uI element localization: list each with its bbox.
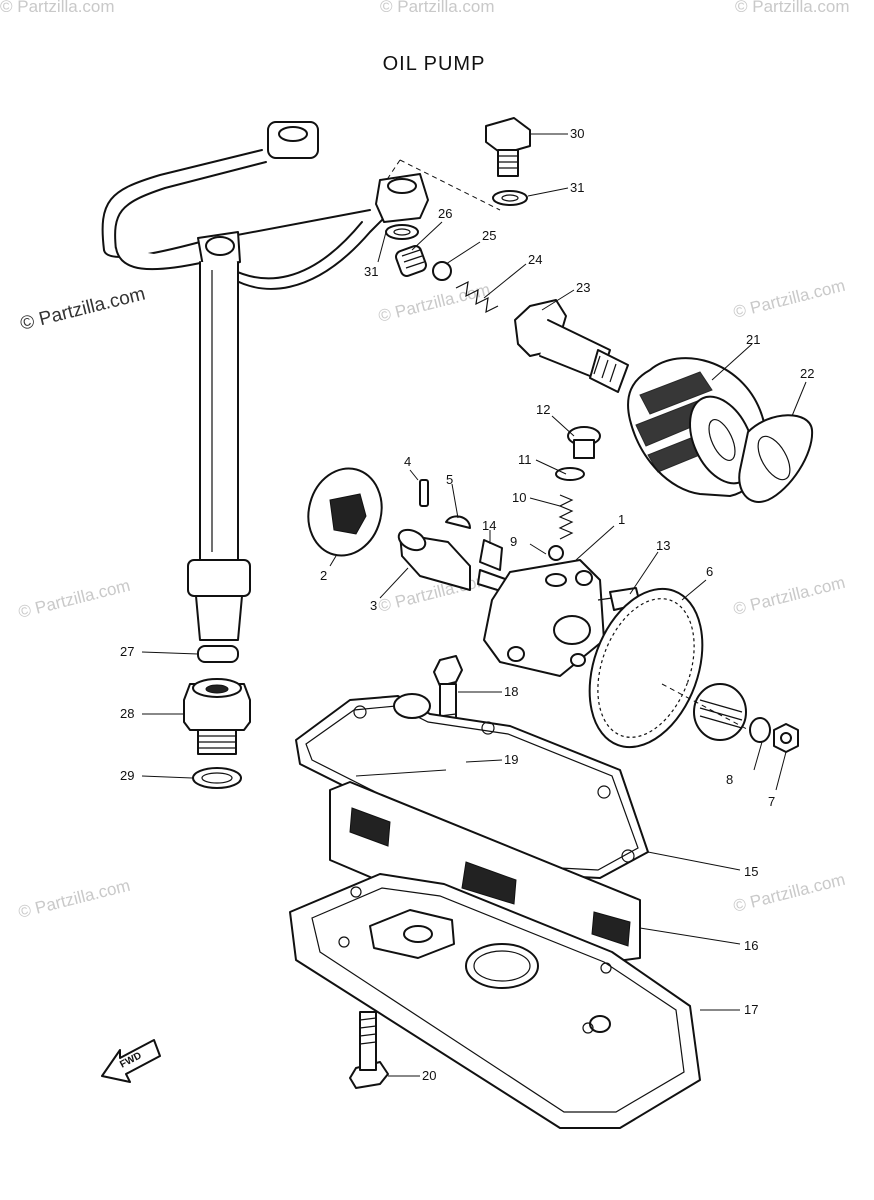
filter-o-ring — [738, 414, 814, 503]
callout-17: 17 — [744, 1002, 758, 1017]
watermark-text: © Partzilla.com — [380, 0, 495, 16]
callout-23: 23 — [576, 280, 590, 295]
callout-30: 30 — [570, 126, 584, 141]
watermark-text: © Partzilla.com — [0, 0, 115, 16]
washer-8 — [749, 717, 771, 743]
callout-4: 4 — [404, 454, 411, 469]
drive-gear — [588, 587, 799, 753]
pump-body — [483, 426, 641, 677]
leader-lines — [141, 133, 807, 1077]
callout-3: 3 — [370, 598, 377, 613]
check-valve-group — [375, 117, 629, 393]
strainer — [329, 781, 641, 967]
oil-pan — [289, 873, 701, 1129]
pin — [419, 479, 429, 507]
key — [445, 515, 471, 529]
watermark-text: © Partzilla.com — [16, 876, 132, 922]
callout-6: 6 — [706, 564, 713, 579]
callout-21: 21 — [746, 332, 760, 347]
callout-14: 14 — [482, 518, 496, 533]
fwd-arrow: FWD — [101, 1039, 161, 1083]
callout-31: 31 — [364, 264, 378, 279]
gasket — [492, 190, 528, 206]
callout-10: 10 — [512, 490, 526, 505]
callout-12: 12 — [536, 402, 550, 417]
callout-20: 20 — [422, 1068, 436, 1083]
callout-1: 1 — [618, 512, 625, 527]
callout-18: 18 — [504, 684, 518, 699]
pump-internals — [307, 467, 509, 593]
callout-24: 24 — [528, 252, 542, 267]
worm-gear — [693, 683, 747, 741]
callout-22: 22 — [800, 366, 814, 381]
page-title: OIL PUMP — [383, 53, 486, 75]
gear — [588, 587, 704, 749]
plug — [395, 245, 427, 277]
callout-2: 2 — [320, 568, 327, 583]
check-ball — [432, 261, 452, 281]
callout-19: 19 — [504, 752, 518, 767]
callout-9: 9 — [510, 534, 517, 549]
callout-27: 27 — [120, 644, 134, 659]
watermark-text: © Partzilla.com — [735, 0, 850, 16]
watermark-text: © Partzilla.com — [731, 276, 847, 322]
relief-spring — [558, 494, 574, 540]
callout-5: 5 — [446, 472, 453, 487]
gasket-group — [295, 655, 649, 879]
callout-26: 26 — [438, 206, 452, 221]
callout-16: 16 — [744, 938, 758, 953]
callout-29: 29 — [120, 768, 134, 783]
oil-delivery-pipe — [101, 121, 389, 789]
callout-13: 13 — [656, 538, 670, 553]
washer — [192, 767, 242, 789]
spring — [455, 280, 499, 314]
callout-8: 8 — [726, 772, 733, 787]
callout-25: 25 — [482, 228, 496, 243]
callout-31: 31 — [570, 180, 584, 195]
callout-28: 28 — [120, 706, 134, 721]
relief-ball — [548, 545, 564, 561]
callout-15: 15 — [744, 864, 758, 879]
callout-7: 7 — [768, 794, 775, 809]
callout-labels: 1 2 3 4 5 6 7 8 9 10 11 12 13 14 15 16 1… — [120, 126, 814, 1083]
watermark-text: © Partzilla.com — [731, 573, 847, 619]
bolt-18-head — [433, 655, 463, 687]
callout-11: 11 — [518, 452, 532, 467]
oil-filter — [627, 357, 814, 503]
watermark-text-dark: © Partzilla.com — [18, 284, 147, 335]
drain-bolt-head — [485, 117, 531, 155]
o-ring — [197, 645, 239, 663]
watermark-text: © Partzilla.com — [16, 576, 132, 622]
watermark-text: © Partzilla.com — [376, 280, 492, 326]
